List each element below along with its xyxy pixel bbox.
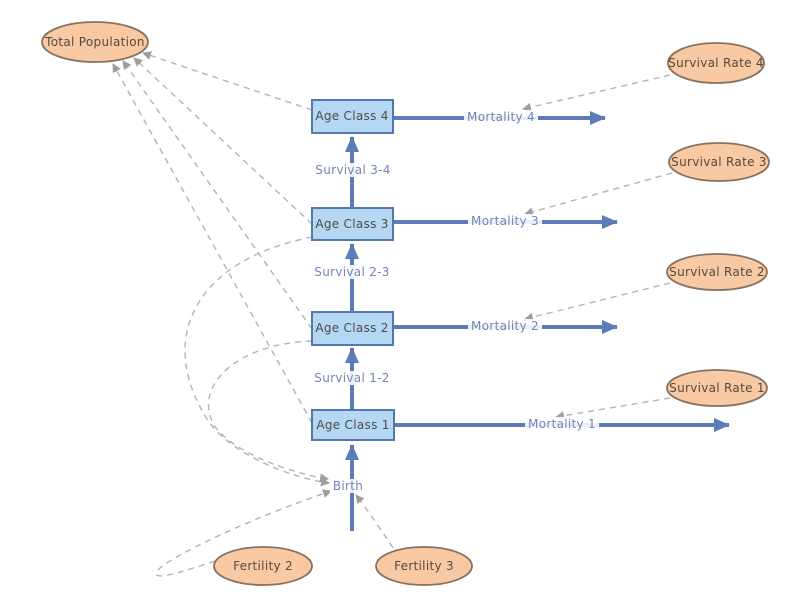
stock-nodes [311, 99, 395, 441]
link-age-class-3-to-birth [184, 236, 330, 487]
fertility-2-label[interactable]: Fertility 2 [233, 559, 293, 573]
survival-1-2-flow-label[interactable]: Survival 1-2 [311, 371, 393, 385]
auxiliary-fertility-2[interactable] [213, 546, 313, 586]
age-class-1-label[interactable]: Age Class 1 [316, 418, 390, 432]
mortality-2-flow-label[interactable]: Mortality 2 [468, 319, 542, 333]
birth-flow-label[interactable]: Birth [329, 479, 367, 493]
link-fertility-3-to-birth [355, 494, 394, 549]
survival-2-3-flow-label[interactable]: Survival 2-3 [311, 265, 393, 279]
survival-rate-2-label[interactable]: Survival Rate 2 [669, 265, 765, 279]
auxiliary-survival-rate-4[interactable] [667, 42, 765, 84]
survival-rate-3-label[interactable]: Survival Rate 3 [671, 155, 767, 169]
survival-rate-1-label[interactable]: Survival Rate 1 [669, 381, 765, 395]
age-class-4-label[interactable]: Age Class 4 [315, 109, 389, 123]
link-age-class-3-to-total-population [133, 57, 313, 225]
auxiliary-total-population[interactable] [41, 21, 149, 63]
total-population-label[interactable]: Total Population [45, 35, 145, 49]
stock-age-class-2[interactable] [311, 311, 394, 346]
age-class-3-label[interactable]: Age Class 3 [315, 217, 389, 231]
link-survival-rate-3-to-mortality-3 [524, 172, 673, 217]
stock-age-class-4[interactable] [311, 99, 394, 134]
influence-links [112, 51, 673, 577]
link-survival-rate-4-to-mortality-4 [522, 74, 671, 112]
link-age-class-2-to-birth [207, 340, 329, 483]
link-age-class-2-to-total-population [122, 60, 313, 330]
mortality-1-flow-label[interactable]: Mortality 1 [525, 417, 599, 431]
age-class-2-label[interactable]: Age Class 2 [315, 321, 389, 335]
fertility-3-label[interactable]: Fertility 3 [394, 559, 454, 573]
link-age-class-4-to-total-population [142, 51, 313, 111]
auxiliary-survival-rate-1[interactable] [666, 369, 768, 407]
link-fertility-2-to-birth [155, 489, 332, 577]
stock-age-class-3[interactable] [311, 207, 394, 241]
auxiliary-survival-rate-2[interactable] [666, 253, 768, 291]
auxiliary-nodes [41, 21, 770, 586]
survival-3-4-flow-label[interactable]: Survival 3-4 [312, 163, 394, 177]
survival-rate-4-label[interactable]: Survival Rate 4 [668, 56, 764, 70]
stock-age-class-1[interactable] [311, 409, 395, 441]
link-survival-rate-1-to-mortality-1 [555, 397, 671, 421]
mortality-3-flow-label[interactable]: Mortality 3 [468, 214, 542, 228]
auxiliary-survival-rate-3[interactable] [668, 142, 770, 182]
link-survival-rate-2-to-mortality-2 [524, 282, 671, 322]
link-age-class-1-to-total-population [112, 63, 313, 424]
mortality-4-flow-label[interactable]: Mortality 4 [464, 110, 538, 124]
auxiliary-fertility-3[interactable] [375, 546, 473, 586]
